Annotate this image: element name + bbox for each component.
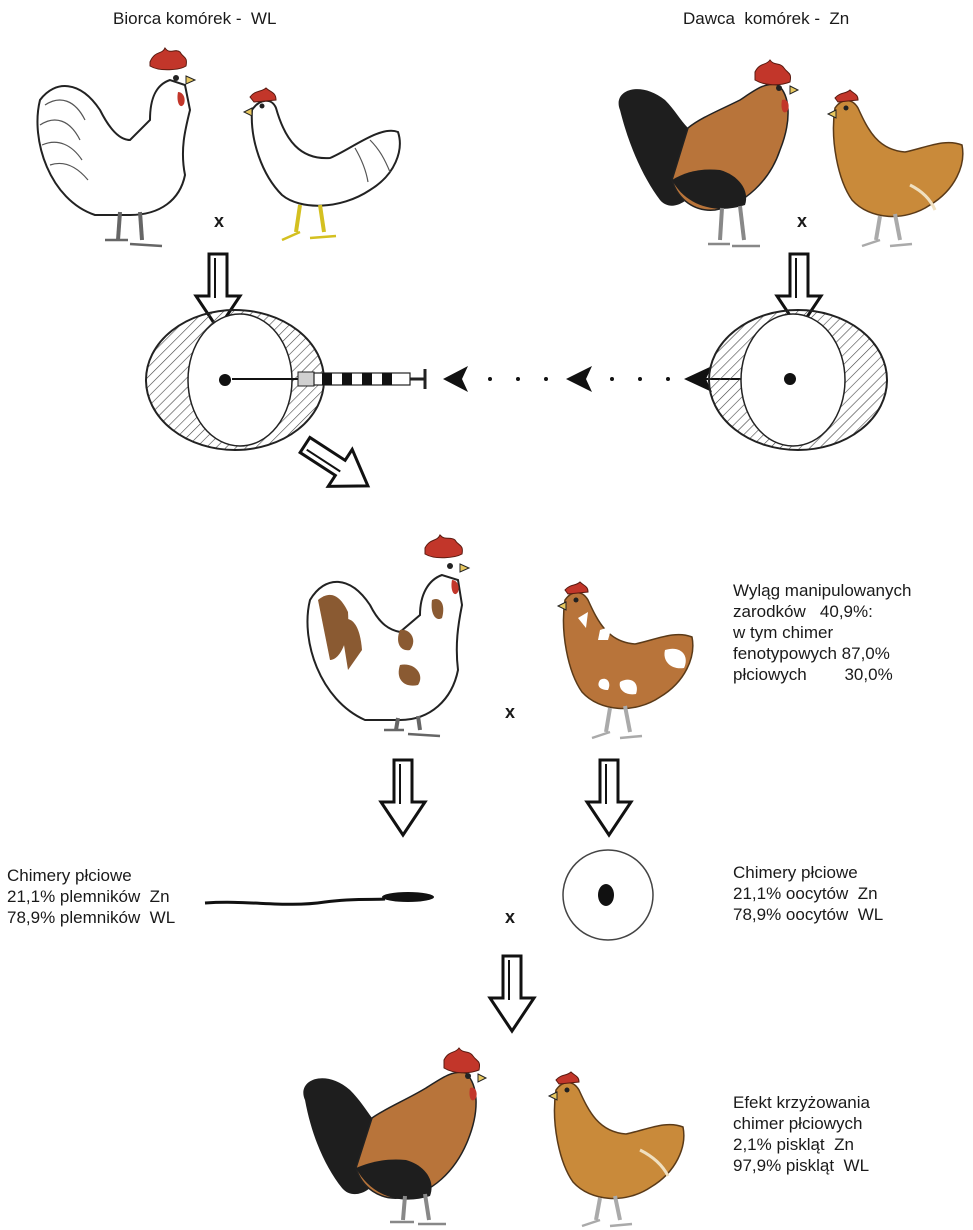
cross-effect-line-4: 97,9% piskląt WL <box>733 1155 870 1176</box>
hatch-line-5: płciowych 30,0% <box>733 664 911 685</box>
arrow-egg-to-chimeras <box>293 427 380 505</box>
wl-rooster <box>37 48 195 246</box>
cross-symbol-top-left: x <box>214 211 224 232</box>
cross-effect-line-1: Efekt krzyżowania <box>733 1092 870 1113</box>
hatch-line-2: zarodków 40,9%: <box>733 601 911 622</box>
arrow-hen-to-oocyte <box>587 760 631 835</box>
oocyte-cell <box>563 850 653 940</box>
cross-effect-text: Efekt krzyżowania chimer płciowych 2,1% … <box>733 1092 870 1176</box>
chimera-rooster <box>307 535 469 736</box>
hatch-line-1: Wyląg manipulowanych <box>733 580 911 601</box>
hatch-line-3: w tym chimer <box>733 622 911 643</box>
offspring-zn-hen <box>549 1072 684 1226</box>
cross-symbol-gametes: x <box>505 907 515 928</box>
donor-label: Dawca komórek - Zn <box>683 8 849 29</box>
arrow-to-offspring <box>490 956 534 1031</box>
female-chimera-text: Chimery płciowe 21,1% oocytów Zn 78,9% o… <box>733 862 883 925</box>
cross-symbol-top-right: x <box>797 211 807 232</box>
donor-egg <box>709 310 887 450</box>
zn-rooster <box>619 60 798 246</box>
cross-effect-line-3: 2,1% piskląt Zn <box>733 1134 870 1155</box>
female-chimera-line-1: 21,1% oocytów Zn <box>733 883 883 904</box>
sperm-cell <box>205 892 434 904</box>
offspring-zn-rooster <box>303 1048 486 1224</box>
cross-effect-line-2: chimer płciowych <box>733 1113 870 1134</box>
hatch-line-4: fenotypowych 87,0% <box>733 643 911 664</box>
cross-symbol-chimeras: x <box>505 702 515 723</box>
recipient-label: Biorca komórek - WL <box>113 8 276 29</box>
male-chimera-title: Chimery płciowe <box>7 865 175 886</box>
chimera-hen <box>558 582 693 738</box>
wl-hen <box>244 88 400 240</box>
female-chimera-line-2: 78,9% oocytów WL <box>733 904 883 925</box>
male-chimera-text: Chimery płciowe 21,1% plemników Zn 78,9%… <box>7 865 175 928</box>
arrow-rooster-to-sperm <box>381 760 425 835</box>
male-chimera-line-2: 78,9% plemników WL <box>7 907 175 928</box>
zn-hen <box>828 90 963 246</box>
hatch-result-text: Wyląg manipulowanych zarodków 40,9%: w t… <box>733 580 911 685</box>
male-chimera-line-1: 21,1% plemników Zn <box>7 886 175 907</box>
female-chimera-title: Chimery płciowe <box>733 862 883 883</box>
